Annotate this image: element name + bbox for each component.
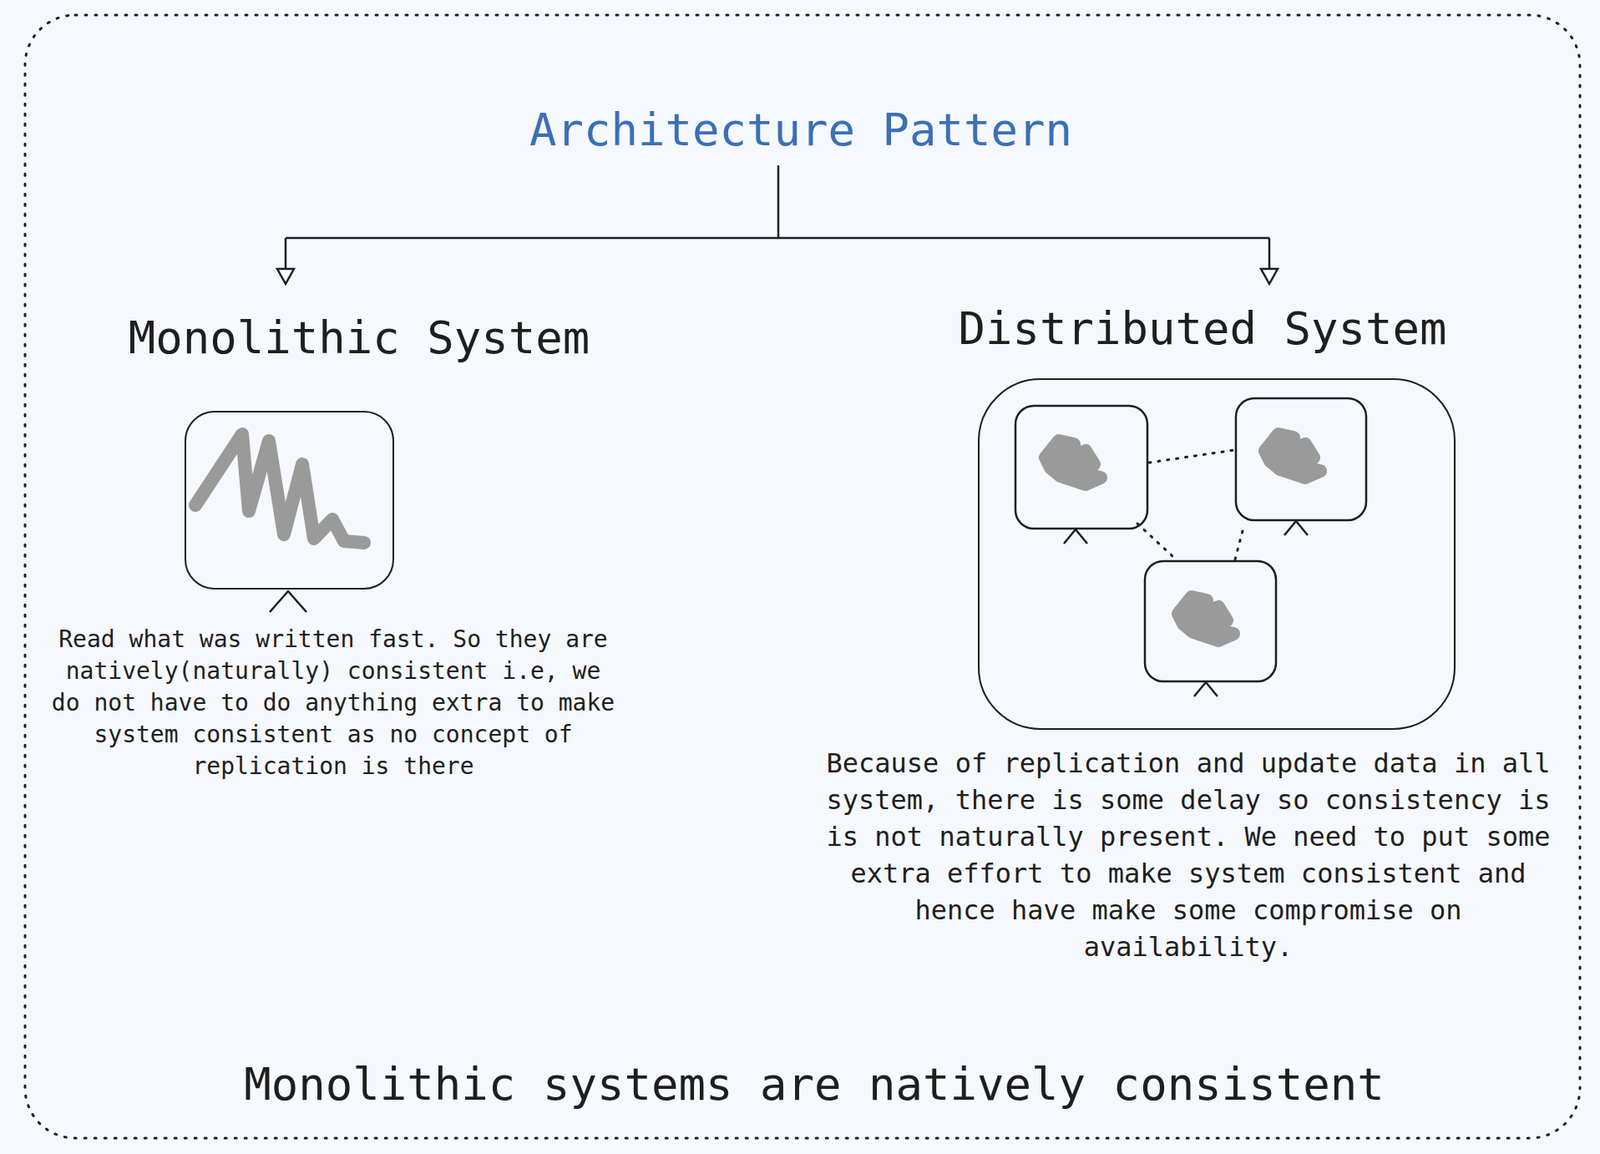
blob — [1178, 597, 1234, 641]
blobs — [1045, 434, 1321, 641]
dotted-link — [1137, 523, 1173, 557]
scribble — [195, 434, 365, 543]
server-box — [1015, 405, 1148, 529]
blob — [1045, 440, 1101, 485]
server-box — [1144, 561, 1276, 682]
system-heading: Distributed System — [957, 302, 1447, 356]
arrow-head — [277, 268, 294, 284]
stand — [1284, 521, 1308, 536]
system-note: Read what was written fast. So they are … — [45, 623, 622, 783]
dotted-link — [1235, 531, 1243, 560]
system-heading: Monolithic System — [128, 311, 591, 365]
caption: Monolithic systems are natively consiste… — [243, 1058, 1384, 1112]
arrow-head — [1260, 268, 1278, 284]
outer-frame — [25, 15, 1580, 1139]
dotted-links — [1137, 450, 1243, 560]
stand — [269, 591, 307, 613]
monolith-box: Monolithic SystemRead what was written f… — [184, 410, 395, 590]
tree-lines — [277, 165, 1278, 284]
stand — [1063, 529, 1088, 544]
title: Architecture Pattern — [529, 103, 1073, 157]
server-box — [1235, 398, 1367, 521]
dotted-link — [1149, 450, 1235, 463]
stand — [1194, 682, 1218, 697]
cluster-box: Distributed SystemBecause of replication… — [977, 378, 1456, 730]
system-note: Because of replication and update data i… — [808, 744, 1569, 966]
tree-line — [285, 165, 1270, 269]
blob — [1265, 434, 1321, 478]
server-boxes — [1015, 398, 1367, 682]
